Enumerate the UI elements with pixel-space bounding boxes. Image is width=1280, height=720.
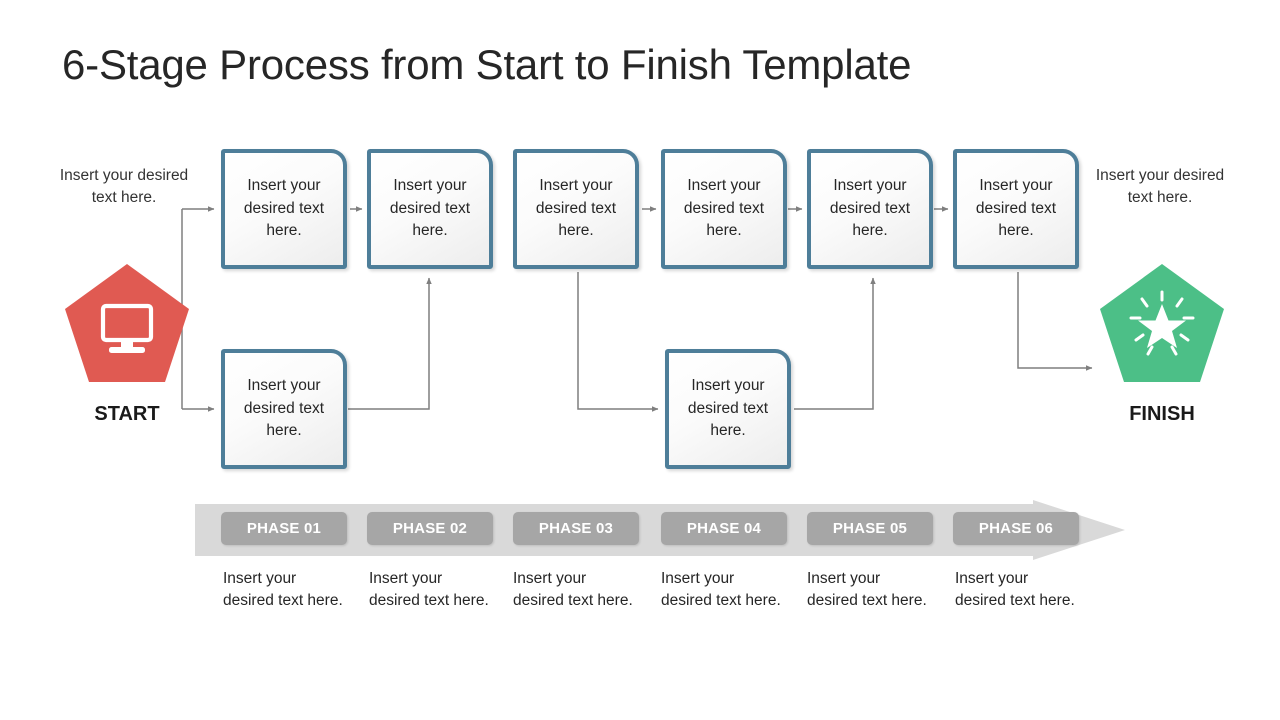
monitor-base bbox=[109, 347, 145, 353]
process-box-3-text: Insert your desired text here. bbox=[535, 177, 617, 240]
process-box-lower-mid-text: Insert your desired text here. bbox=[687, 377, 769, 440]
connector-box3-lowermid bbox=[577, 272, 659, 412]
process-box-1-text: Insert your desired text here. bbox=[243, 177, 325, 240]
phase-chip-1-label: PHASE 01 bbox=[246, 520, 322, 537]
process-box-lower-left-text: Insert your desired text here. bbox=[243, 377, 325, 440]
process-box-6[interactable]: Insert your desired text here. bbox=[953, 149, 1079, 269]
page-title: 6-Stage Process from Start to Finish Tem… bbox=[62, 41, 912, 88]
start-note: Insert your desired text here. bbox=[59, 167, 189, 207]
process-box-5-text: Insert your desired text here. bbox=[829, 177, 911, 240]
start-pentagon-shape bbox=[65, 264, 189, 382]
connector-lowerleft-box2 bbox=[348, 277, 432, 410]
process-box-4[interactable]: Insert your desired text here. bbox=[661, 149, 787, 269]
phase-chip-1[interactable]: PHASE 01 bbox=[221, 512, 347, 545]
starburst-icon bbox=[1138, 304, 1186, 348]
phase-chip-3[interactable]: PHASE 03 bbox=[513, 512, 639, 545]
connector-lowermid-box5 bbox=[794, 277, 876, 410]
finish-pentagon-shape bbox=[1100, 264, 1224, 382]
phase-chip-2-label: PHASE 02 bbox=[392, 520, 468, 537]
phase-chip-2[interactable]: PHASE 02 bbox=[367, 512, 493, 545]
process-box-3[interactable]: Insert your desired text here. bbox=[513, 149, 639, 269]
phase-chip-5-label: PHASE 05 bbox=[832, 520, 908, 537]
process-box-1[interactable]: Insert your desired text here. bbox=[221, 149, 347, 269]
phase-chip-6[interactable]: PHASE 06 bbox=[953, 512, 1079, 545]
phase-chip-4[interactable]: PHASE 04 bbox=[661, 512, 787, 545]
phase-caption-5: Insert your desired text here. bbox=[807, 570, 927, 610]
connector-box6-finish bbox=[1017, 272, 1093, 371]
process-box-2-text: Insert your desired text here. bbox=[389, 177, 471, 240]
finish-pentagon[interactable] bbox=[1098, 262, 1226, 389]
phase-chip-5[interactable]: PHASE 05 bbox=[807, 512, 933, 545]
phase-chip-6-label: PHASE 06 bbox=[978, 520, 1054, 537]
monitor-neck bbox=[121, 342, 133, 349]
phase-chip-3-label: PHASE 03 bbox=[538, 520, 614, 537]
process-box-2[interactable]: Insert your desired text here. bbox=[367, 149, 493, 269]
process-box-5[interactable]: Insert your desired text here. bbox=[807, 149, 933, 269]
phase-chip-4-label: PHASE 04 bbox=[686, 520, 762, 537]
process-box-4-text: Insert your desired text here. bbox=[683, 177, 765, 240]
process-box-lower-mid[interactable]: Insert your desired text here. bbox=[665, 349, 791, 469]
starburst-rays bbox=[1129, 290, 1195, 356]
start-pentagon[interactable] bbox=[63, 262, 191, 389]
phase-caption-4: Insert your desired text here. bbox=[661, 570, 781, 610]
start-label: START bbox=[94, 403, 160, 425]
process-box-6-text: Insert your desired text here. bbox=[975, 177, 1057, 240]
phase-caption-3: Insert your desired text here. bbox=[513, 570, 633, 610]
phase-caption-1: Insert your desired text here. bbox=[223, 570, 343, 610]
finish-label: FINISH bbox=[1129, 403, 1195, 425]
phase-caption-2: Insert your desired text here. bbox=[369, 570, 489, 610]
phase-caption-6: Insert your desired text here. bbox=[955, 570, 1075, 610]
monitor-icon bbox=[100, 303, 154, 343]
process-box-lower-left[interactable]: Insert your desired text here. bbox=[221, 349, 347, 469]
finish-note: Insert your desired text here. bbox=[1095, 167, 1225, 207]
